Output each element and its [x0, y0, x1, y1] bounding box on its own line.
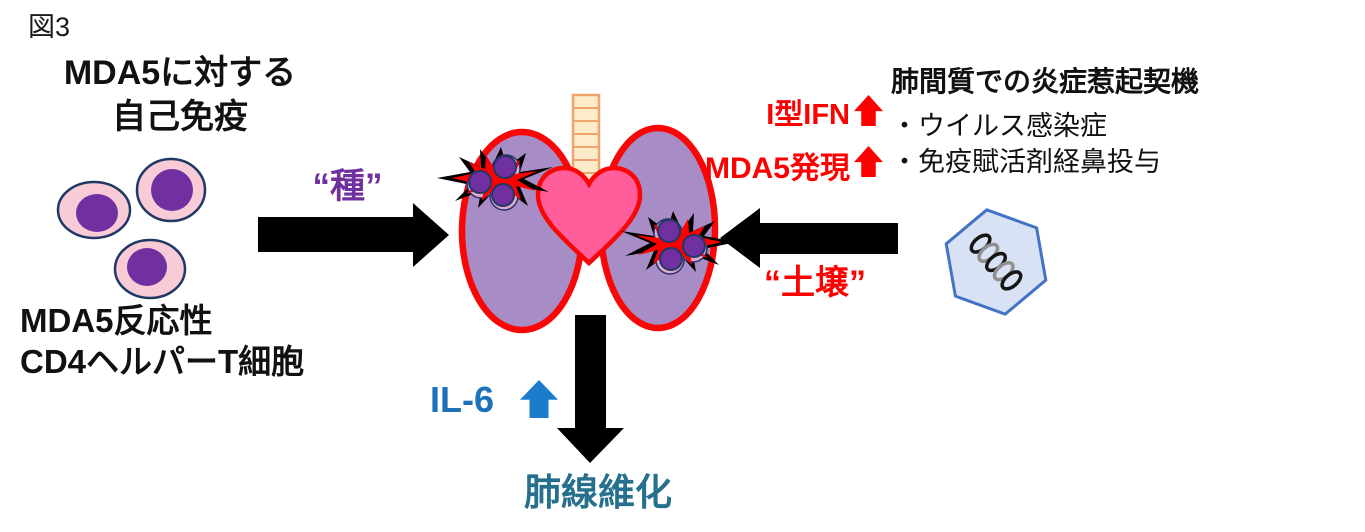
trigger-bullet-list: ・ウイルス感染症 ・免疫賦活剤経鼻投与 [891, 108, 1161, 180]
type1-ifn-label: I型IFN [766, 99, 850, 131]
fibrosis-label: 肺線維化 [524, 472, 672, 513]
t-cell-1 [56, 180, 132, 240]
tcell-caption: MDA5反応性 CD4ヘルパーT細胞 [20, 300, 304, 383]
inflammation-burst-left-icon [437, 147, 553, 211]
virus-particle-icon [944, 208, 1048, 316]
soil-label: “土壌” [764, 264, 866, 302]
inflammation-burst-right-icon [621, 211, 737, 275]
mda5-up-arrow-icon [854, 146, 883, 177]
il6-label: IL-6 [430, 379, 495, 420]
t-cell-2 [135, 157, 207, 223]
seed-label: “種” [312, 167, 383, 206]
ifn-up-arrow-icon [854, 95, 883, 126]
t-cell-3 [113, 238, 187, 300]
lungs-icon [437, 93, 737, 334]
autoimmunity-title-line1: MDA5に対する [63, 54, 297, 92]
trigger-heading: 肺間質での炎症惹起契機 [891, 66, 1200, 97]
trigger-bullet-adjuvant: ・免疫賦活剤経鼻投与 [891, 147, 1161, 177]
left-block-arrow-icon [720, 208, 898, 268]
right-block-arrow-icon [258, 203, 449, 267]
down-block-arrow-icon [557, 315, 624, 463]
heart-icon [535, 165, 643, 267]
figure-number-label: 図3 [28, 12, 71, 42]
t-cell-cluster-icon [56, 157, 207, 300]
mda5-expression-label: MDA5発現 [704, 152, 850, 185]
trigger-bullet-virus: ・ウイルス感染症 [891, 111, 1107, 141]
autoimmunity-title-line2: 自己免疫 [112, 97, 248, 136]
autoimmunity-title: MDA5に対する 自己免疫 [35, 52, 325, 139]
tcell-caption-line2: CD4ヘルパーT細胞 [20, 343, 305, 381]
rna-helix-icon [969, 233, 1023, 291]
tcell-caption-line1: MDA5反応性 [20, 302, 213, 339]
